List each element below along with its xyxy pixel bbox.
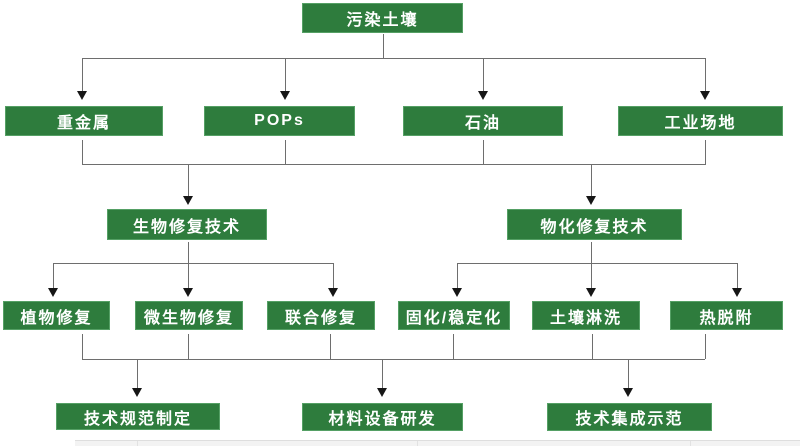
connector-stub-microbial — [188, 334, 189, 359]
connector-stub-pops — [285, 140, 286, 165]
connector-root-stub — [383, 34, 384, 58]
node-industrial-site: 工业场地 — [618, 106, 783, 136]
arrow-to-phytoremediation — [47, 263, 59, 297]
arrow-to-equipment-rd — [376, 359, 388, 397]
connector-bus-level4 — [82, 359, 705, 360]
arrow-to-industrial-site — [699, 58, 711, 100]
arrow-to-spec-development — [131, 359, 143, 397]
node-contaminated-soil: 污染土壤 — [302, 3, 463, 33]
node-heavy-metals: 重金属 — [5, 106, 163, 136]
arrow-to-petroleum — [477, 58, 489, 100]
connector-bus-level1 — [82, 58, 706, 59]
node-soil-washing: 土壤淋洗 — [532, 301, 640, 330]
arrow-to-soil-washing — [585, 263, 597, 297]
connector-stub-petroleum — [483, 140, 484, 165]
arrow-to-solidification — [451, 263, 463, 297]
connector-stub-solidification — [453, 334, 454, 359]
node-petroleum: 石油 — [403, 106, 563, 136]
node-spec-development: 技术规范制定 — [56, 403, 220, 430]
arrow-to-combined — [327, 263, 339, 297]
connector-stub-physicochemical — [591, 242, 592, 263]
node-physicochemical-tech: 物化修复技术 — [507, 209, 682, 240]
arrow-to-physicochemical — [585, 164, 597, 205]
node-solidification-stabilization: 固化/稳定化 — [398, 301, 510, 330]
connector-stub-combined — [330, 334, 331, 359]
node-pops: POPs — [204, 106, 355, 136]
connector-stub-heavy-metals — [82, 140, 83, 165]
arrow-to-thermal-desorption — [731, 263, 743, 297]
connector-bus-physchem-methods — [457, 263, 737, 264]
connector-stub-phytoremediation — [82, 334, 83, 359]
band-divider — [690, 441, 691, 446]
node-material-equipment-rd: 材料设备研发 — [302, 403, 463, 431]
node-combined-remediation: 联合修复 — [267, 301, 375, 330]
node-tech-integration-demo: 技术集成示范 — [547, 403, 712, 431]
connector-stub-bioremediation — [188, 242, 189, 263]
band-divider — [137, 441, 138, 446]
connector-bus-level2 — [82, 164, 706, 165]
node-bioremediation-tech: 生物修复技术 — [107, 209, 267, 240]
connector-stub-thermal — [705, 334, 706, 359]
connector-stub-industrial-site — [705, 140, 706, 165]
arrow-to-pops — [279, 58, 291, 100]
arrow-to-bioremediation — [182, 164, 194, 205]
arrow-to-heavy-metals — [76, 58, 88, 100]
node-phytoremediation: 植物修复 — [3, 301, 110, 330]
arrow-to-microbial — [182, 263, 194, 297]
arrow-to-integration-demo — [622, 359, 634, 397]
connector-stub-soil-washing — [592, 334, 593, 359]
node-thermal-desorption: 热脱附 — [670, 301, 783, 330]
band-divider — [417, 441, 418, 446]
cutoff-next-row-band — [75, 440, 800, 446]
node-microbial-remediation: 微生物修复 — [135, 301, 243, 330]
